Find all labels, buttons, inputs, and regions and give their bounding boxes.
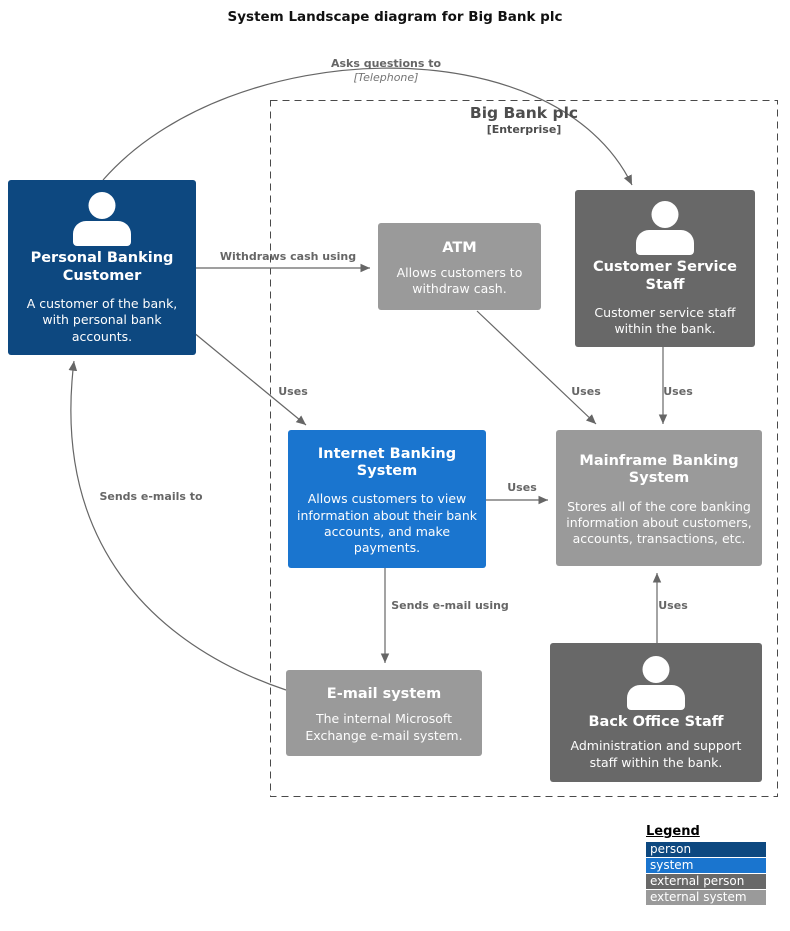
legend-title: Legend [646,824,700,839]
node-description: Allows customers to withdraw cash. [396,264,523,297]
arrow-customer-uses-internet-banking [192,331,307,426]
person-icon [72,192,132,246]
arrow-atm-uses-mainframe [476,310,597,425]
legend-item-label: system [650,858,694,872]
legend-item-label: external system [650,890,747,904]
node-title: Mainframe Banking System [579,452,739,487]
relationship-label-uses-customer-ibs: Uses [278,385,308,398]
arrow-asks-questions-to [102,67,633,186]
node-email-system: E-mail system The internal Microsoft Exc… [286,670,482,756]
legend-item-label: external person [650,874,745,888]
relationship-label-asks-questions-to: Asks questions to [Telephone] [331,57,441,84]
node-description: Customer service staff within the bank. [594,305,736,337]
node-title: Customer Service Staff [593,259,737,293]
node-title: ATM [442,239,477,256]
arrow-sends-emails-to [68,360,287,691]
enterprise-boundary [270,100,778,797]
diagram-title: System Landscape diagram for Big Bank pl… [227,9,563,25]
relationship-label-uses-ibs-mainframe: Uses [507,481,537,494]
node-title: Back Office Staff [588,714,724,731]
legend-item-label: person [650,842,692,856]
relationship-text: Asks questions to [330,57,442,70]
relationship-label-sends-email-using: Sends e-mail using [391,599,509,612]
node-personal-banking-customer: Personal Banking Customer A customer of … [8,180,196,355]
node-title: Personal Banking Customer [30,250,174,284]
node-atm: ATM Allows customers to withdraw cash. [378,223,541,310]
enterprise-boundary-label: Big Bank plc [Enterprise] [398,104,650,136]
node-internet-banking-system: Internet Banking System Allows customers… [288,430,486,568]
boundary-name: Big Bank plc [469,104,579,122]
node-customer-service-staff: Customer Service Staff Customer service … [575,190,755,347]
node-title: E-mail system [326,686,442,703]
legend-item-system: system [646,858,766,873]
relationship-label-withdraws-cash-using: Withdraws cash using [219,250,357,263]
legend-item-person: person [646,842,766,857]
node-description: The internal Microsoft Exchange e-mail s… [305,711,463,743]
node-description: Stores all of the core banking informati… [566,498,752,547]
relationship-label-sends-emails-to: Sends e-mails to [99,490,203,503]
relationship-technology: [Telephone] [353,71,419,84]
relationship-label-uses-atm-mainframe: Uses [571,385,601,398]
legend-item-external-person: external person [646,874,766,889]
node-description: Allows customers to view information abo… [296,491,477,556]
person-icon [626,656,686,710]
node-mainframe-banking-system: Mainframe Banking System Stores all of t… [556,430,762,566]
legend-item-external-system: external system [646,890,766,905]
person-icon [635,201,695,255]
node-title: Internet Banking System [317,445,457,479]
relationship-label-uses-staff-mainframe: Uses [663,385,693,398]
relationship-label-uses-backoffice-mainframe: Uses [658,599,688,612]
boundary-type: [Enterprise] [486,123,562,136]
node-description: A customer of the bank, with personal ba… [26,296,178,344]
node-description: Administration and support staff within … [570,738,742,770]
legend: Legend person system external person ext… [646,824,766,906]
node-back-office-staff: Back Office Staff Administration and sup… [550,643,762,782]
